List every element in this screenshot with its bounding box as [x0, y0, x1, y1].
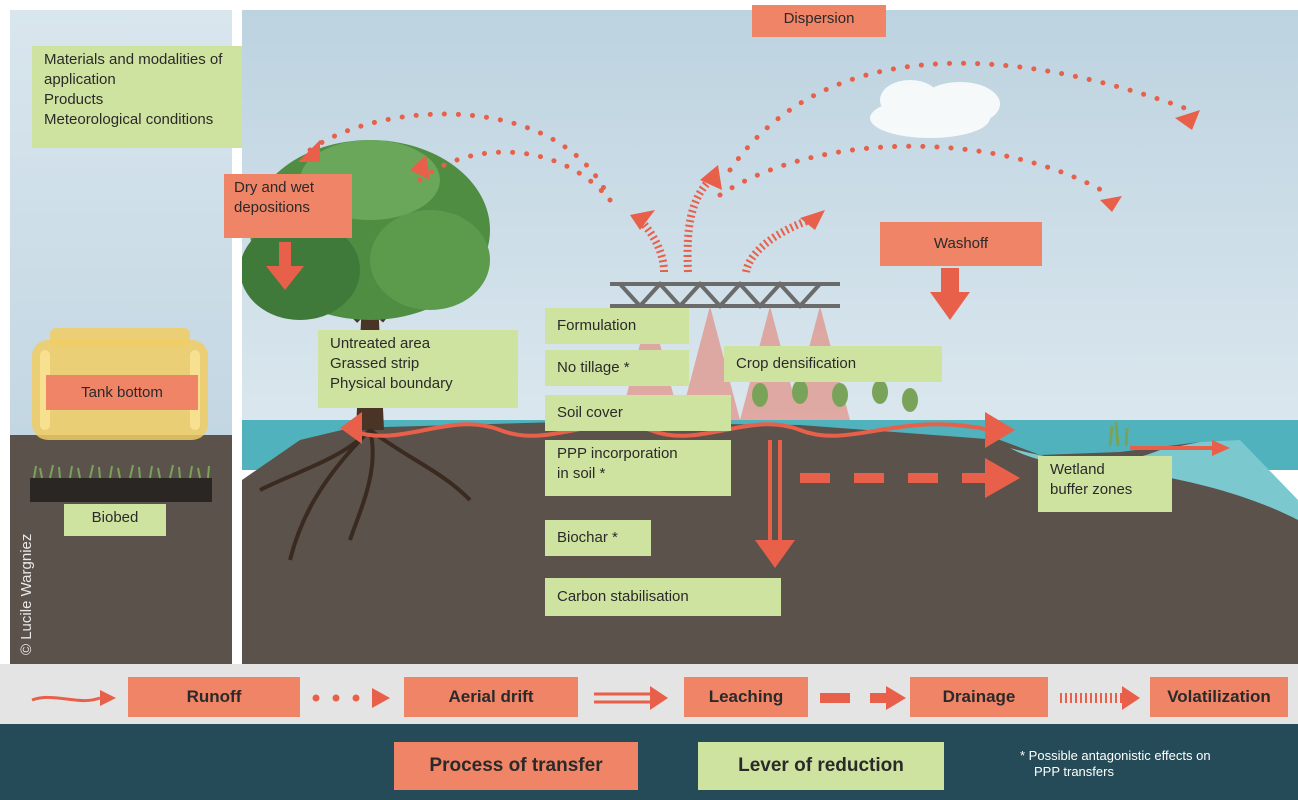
legend-footnote-line1: * Possible antagonistic effects on	[1020, 748, 1211, 763]
lever-soil-cover: Soil cover	[545, 395, 731, 431]
legend-lever-of-reduction: Lever of reduction	[698, 742, 944, 790]
legend-process-of-transfer: Process of transfer	[394, 742, 638, 790]
lever-materials-line3: Products	[44, 91, 104, 108]
lever-ppp-line2: in soil *	[557, 465, 606, 482]
legend-runoff: Runoff	[128, 677, 300, 717]
lever-ppp-line1: PPP incorporation	[557, 445, 678, 462]
lever-untreated-line2: Grassed strip	[330, 355, 420, 372]
lever-wetland-line1: Wetland	[1050, 461, 1105, 478]
drainage-legend-arrow	[820, 686, 906, 710]
process-tank-bottom: Tank bottom	[46, 375, 198, 410]
lever-formulation: Formulation	[545, 308, 689, 344]
lever-crop-densification: Crop densification	[724, 346, 942, 382]
soil-left	[10, 435, 232, 664]
lever-biobed: Biobed	[64, 504, 166, 536]
volatilization-legend-arrow	[1060, 686, 1140, 710]
lever-biochar: Biochar *	[545, 520, 651, 556]
biobed-layer	[30, 478, 212, 502]
wetland-water	[1010, 440, 1298, 520]
process-dispersion: Dispersion	[752, 5, 886, 37]
grass-icon	[33, 464, 210, 479]
legend-bar: Process of transfer Lever of reduction *…	[0, 724, 1298, 800]
process-strip-arrows	[31, 686, 1140, 710]
volatilization-arrows	[637, 177, 812, 274]
lever-untreated-area: Untreated area Grassed strip Physical bo…	[318, 330, 518, 408]
lever-materials-line1: Materials and modalities of	[44, 51, 223, 68]
legend-footnote: * Possible antagonistic effects on PPP t…	[1020, 748, 1290, 780]
process-washoff: Washoff	[880, 222, 1042, 266]
credit-label: © Lucile Wargniez	[18, 533, 35, 655]
lever-ppp-incorporation: PPP incorporation in soil *	[545, 440, 731, 496]
legend-drainage: Drainage	[910, 677, 1048, 717]
lever-materials-line2: application	[44, 71, 116, 88]
runoff-legend-arrow	[31, 695, 101, 703]
lever-wetland-buffer-zones: Wetland buffer zones	[1038, 456, 1172, 512]
cloud-icon	[870, 80, 1000, 138]
legend-volatilization: Volatilization	[1150, 677, 1288, 717]
legend-aerial-drift: Aerial drift	[404, 677, 578, 717]
leaching-arrow	[768, 440, 782, 540]
process-dry-wet-depositions: Dry and wet depositions	[224, 174, 352, 238]
arrowheads	[298, 110, 1200, 230]
reed-icon	[1108, 421, 1129, 447]
sprayer-icon	[610, 281, 840, 309]
lever-wetland-line2: buffer zones	[1050, 481, 1133, 498]
process-dry-wet-line1: Dry and wet	[234, 179, 315, 196]
process-dry-wet-line2: depositions	[234, 199, 310, 216]
dotted-drift-arrows	[307, 60, 1193, 203]
runoff-arrowhead	[985, 412, 1015, 448]
lever-no-tillage: No tillage *	[545, 350, 689, 386]
legend-footnote-line2: PPP transfers	[1034, 764, 1114, 779]
legend-leaching: Leaching	[684, 677, 808, 717]
leaching-legend-arrow	[594, 686, 668, 710]
aerial-drift-legend-arrow	[312, 688, 390, 708]
crops-icon	[752, 380, 918, 412]
process-legend-strip: Runoff Aerial drift Leaching Drainage Vo…	[0, 664, 1298, 724]
lever-materials-line4: Meteorological conditions	[44, 111, 214, 128]
lever-carbon-stabilisation: Carbon stabilisation	[545, 578, 781, 616]
lever-untreated-line3: Physical boundary	[330, 375, 453, 392]
lever-untreated-line1: Untreated area	[330, 335, 431, 352]
